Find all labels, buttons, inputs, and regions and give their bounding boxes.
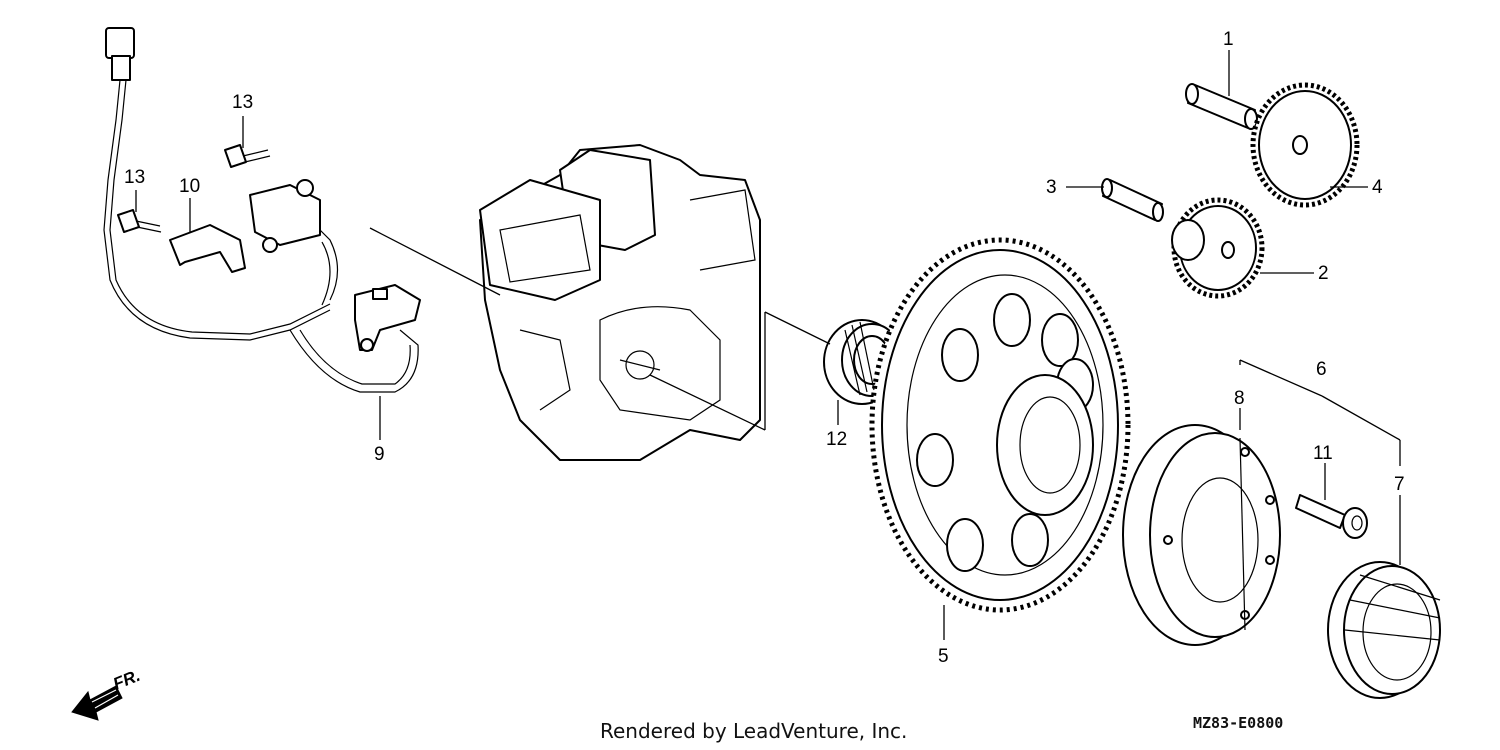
- socket-bolt: [1295, 494, 1368, 539]
- front-arrow-icon: [71, 685, 123, 721]
- callout-11: 11: [1313, 443, 1333, 464]
- leader-lines: [135, 50, 1401, 640]
- callout-1: 1: [1223, 29, 1234, 50]
- idle-gear-shaft-upper: [1185, 83, 1258, 130]
- pulse-generator-upper: [249, 179, 321, 253]
- bolt-13-upper: [224, 144, 271, 168]
- diagram-code: MZ83-E0800: [1193, 714, 1283, 732]
- reduction-gear-lower: [1171, 197, 1265, 299]
- starter-driven-gear: [869, 237, 1131, 613]
- callout-13-left: 13: [124, 167, 145, 188]
- callout-8: 8: [1234, 388, 1245, 409]
- bolt-13-left: [117, 209, 162, 233]
- callout-5: 5: [938, 646, 949, 667]
- callout-3: 3: [1046, 177, 1057, 198]
- callout-labels: 1 4 3 2 6 8 11 7 5 12 9 10 13 13: [124, 29, 1405, 667]
- callout-6: 6: [1316, 359, 1327, 380]
- idle-gear-shaft-lower: [1101, 178, 1164, 222]
- footer-credit: Rendered by LeadVenture, Inc.: [600, 719, 907, 743]
- callout-13-upper: 13: [232, 92, 253, 113]
- starter-clutch-outer: [1122, 424, 1281, 646]
- wiring-harness: [103, 27, 419, 393]
- callout-10: 10: [179, 176, 200, 197]
- callout-12: 12: [826, 429, 847, 450]
- engine-crankcase: [479, 144, 761, 461]
- pulse-generator-lower: [354, 284, 421, 352]
- front-direction-label: FR.: [110, 666, 143, 694]
- wire-clamp: [169, 224, 246, 273]
- callout-7: 7: [1394, 474, 1405, 495]
- one-way-clutch: [1327, 561, 1441, 699]
- callout-4: 4: [1372, 177, 1383, 198]
- callout-9: 9: [374, 444, 385, 465]
- reduction-gear-upper: [1250, 82, 1360, 208]
- callout-2: 2: [1318, 263, 1329, 284]
